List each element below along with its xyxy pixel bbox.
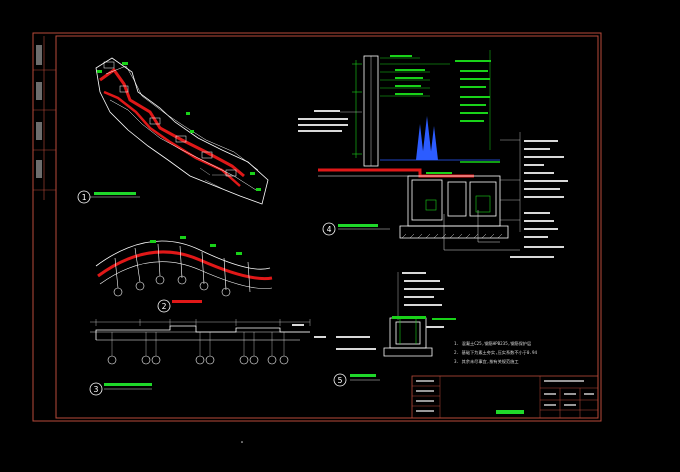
detail-2-strip-plan: 2 (95, 236, 273, 313)
detail-4-number-circle (322, 222, 336, 236)
note-1: 1. 混凝土C25,钢筋HPB235,钢筋保护层 (454, 340, 531, 347)
detail-5-number: 5 (338, 376, 343, 385)
detail-3-number-circle (89, 382, 103, 396)
note-3: 3. 其余未尽事宜,按有关规范施工 (454, 358, 519, 365)
detail-1-number: 1 (82, 193, 87, 202)
detail-3-title-bar (104, 383, 152, 386)
detail-5-title-bar (350, 374, 376, 377)
detail-4-water-section: 4 (298, 50, 568, 258)
detail-4-title-bar (338, 224, 378, 227)
detail-2-number: 2 (162, 302, 167, 311)
detail-3-number: 3 (94, 385, 99, 394)
title-block (411, 375, 599, 419)
detail-2-number-circle (157, 299, 171, 313)
binding-strip (33, 36, 56, 200)
detail-5-footing-section: 1. 混凝土C25,钢筋HPB235,钢筋保护层 2. 基础下为素土夯实,压实系… (333, 272, 537, 387)
detail-3-elevation: 3 (89, 319, 326, 396)
detail-4-number: 4 (327, 225, 332, 234)
note-2: 2. 基础下为素土夯实,压实系数不小于0.94 (454, 349, 537, 356)
drawing-frame-outer (32, 32, 602, 422)
binding-strip-labels (36, 45, 42, 178)
detail-5-number-circle (333, 373, 347, 387)
detail-1-title-bar (94, 192, 136, 195)
detail-1-paving-plan: 1 (77, 57, 269, 205)
drawing-frame-inner (55, 35, 599, 419)
detail-2-title-bar (172, 300, 202, 303)
title-block-highlight (496, 410, 524, 414)
